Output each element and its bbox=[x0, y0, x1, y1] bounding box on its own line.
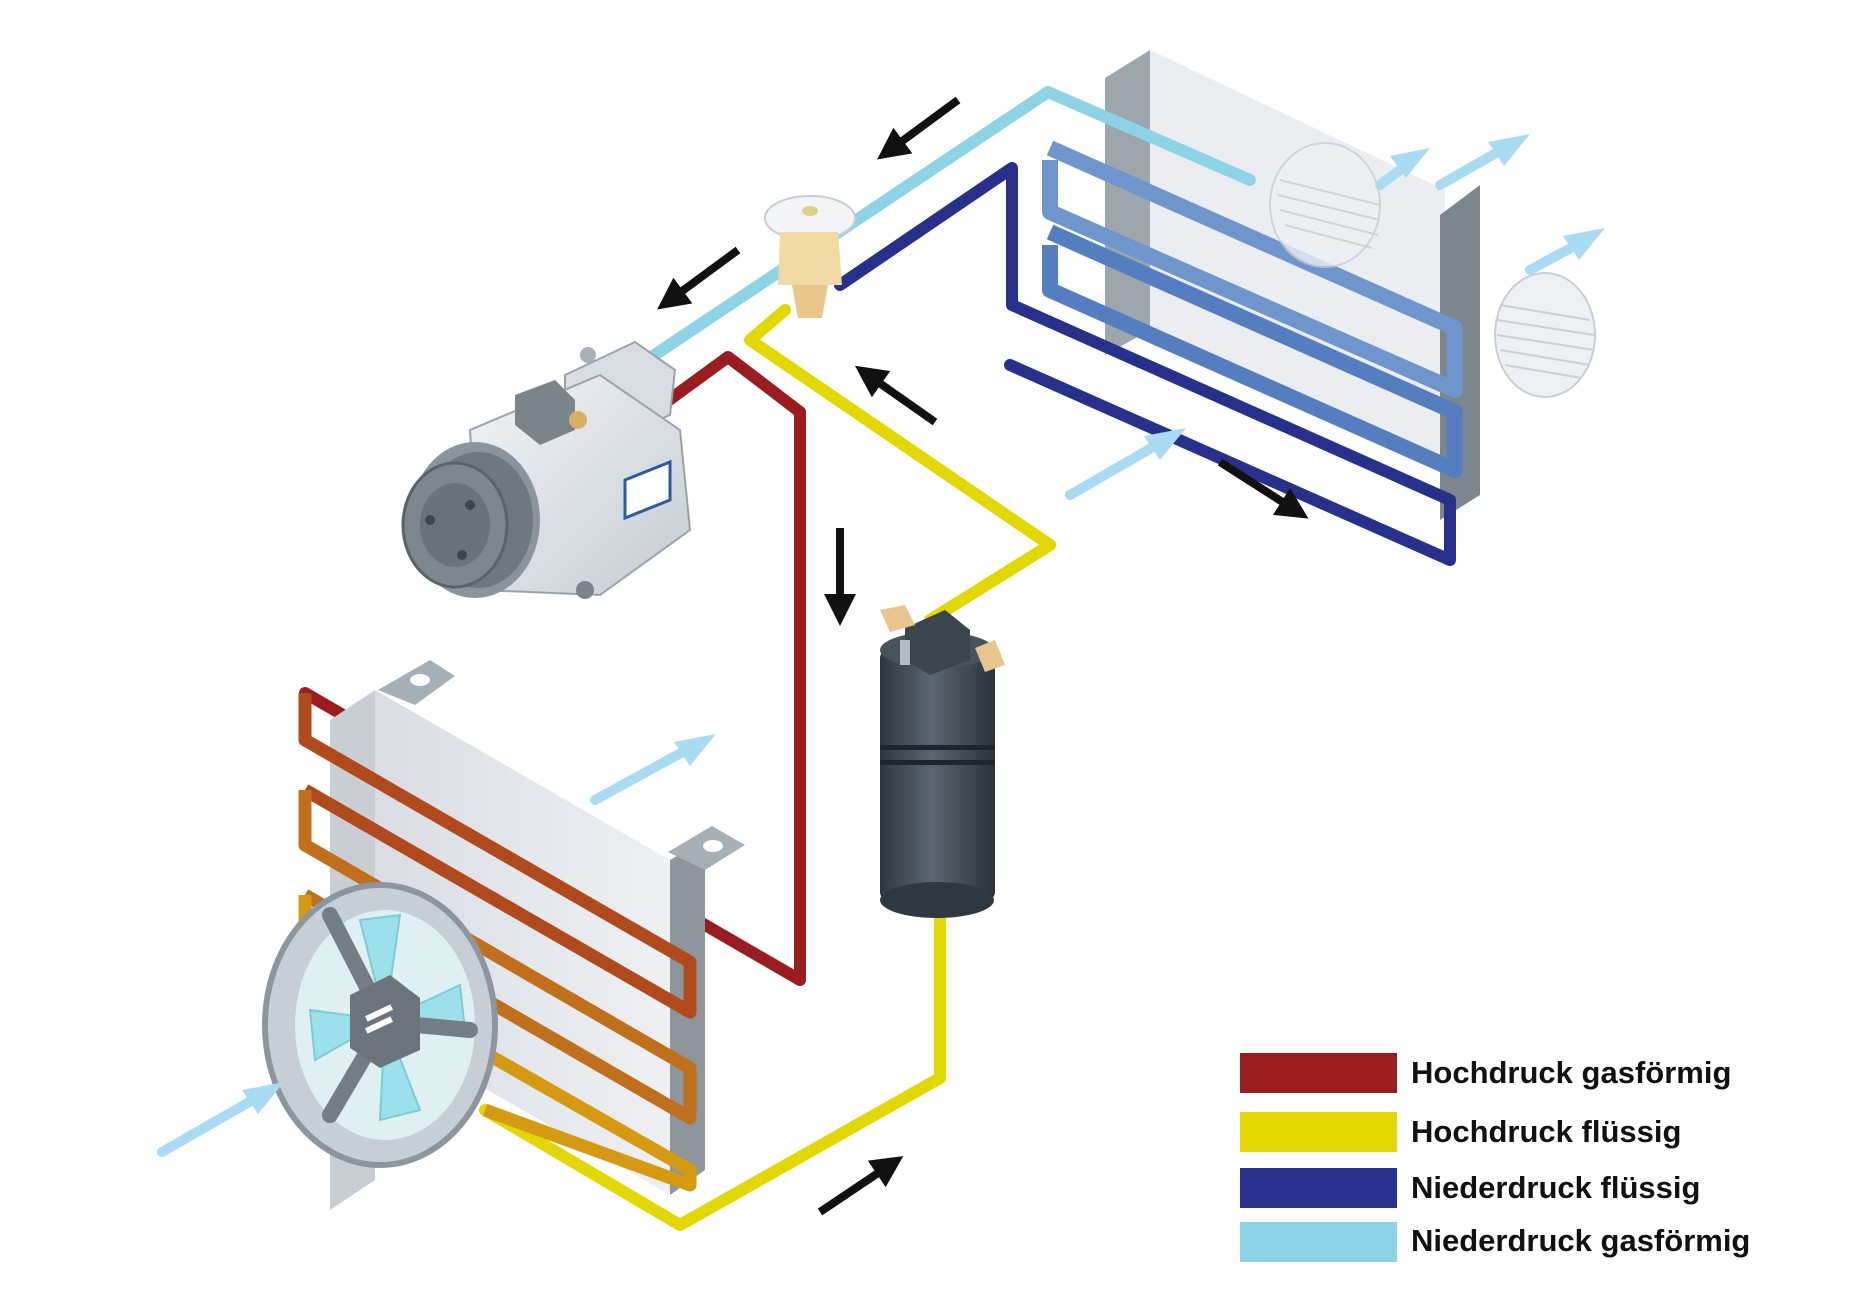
legend-swatch bbox=[1240, 1222, 1397, 1262]
condenser-fan bbox=[262, 882, 498, 1168]
flow-direction-arrow-icon bbox=[817, 1156, 904, 1216]
drier-bottom bbox=[880, 882, 994, 918]
airflow-arrow-icon bbox=[590, 734, 716, 805]
flow-direction-arrow-icon bbox=[657, 246, 741, 310]
compressor-label-plate bbox=[623, 459, 672, 521]
condenser-coil-middle bbox=[298, 790, 697, 1125]
legend-item-low-pressure-gas: Niederdruck gasförmig bbox=[1240, 1222, 1750, 1262]
mount-bracket-right-hole bbox=[703, 840, 723, 852]
fan-motor-label bbox=[365, 1004, 393, 1022]
airflow-arrow-icon bbox=[1525, 228, 1605, 275]
condenser-coil-top bbox=[298, 693, 697, 1019]
legend-swatch bbox=[1240, 1112, 1397, 1152]
compressor-mount-bolt bbox=[576, 581, 594, 599]
receiver-drier bbox=[880, 605, 1005, 918]
legend-swatch bbox=[1240, 1053, 1397, 1093]
expansion-valve bbox=[764, 195, 856, 318]
airflow-arrow-icon bbox=[1435, 134, 1530, 190]
drier-head bbox=[905, 610, 970, 675]
flow-arrows bbox=[657, 96, 1309, 1216]
legend-label: Niederdruck flüssig bbox=[1411, 1170, 1700, 1205]
mount-bracket-top-hole bbox=[410, 674, 430, 686]
airflow-arrow-icon bbox=[1065, 428, 1186, 500]
drier-band-2 bbox=[880, 760, 995, 765]
legend-swatch bbox=[1240, 1168, 1397, 1208]
evaporator-blower bbox=[1269, 142, 1596, 398]
legend-item-high-pressure-gas: Hochdruck gasförmig bbox=[1240, 1053, 1731, 1093]
compressor-electrical-connector bbox=[515, 380, 575, 445]
airflow-arrows bbox=[157, 134, 1605, 1157]
legend-item-low-pressure-liquid: Niederdruck flüssig bbox=[1240, 1168, 1700, 1208]
blower-wheel-rear bbox=[1269, 142, 1381, 268]
blower-wheel-front bbox=[1494, 272, 1596, 398]
compressor-connector-pin bbox=[569, 411, 587, 429]
evaporator-coil-lower bbox=[1042, 224, 1463, 478]
fan-blades bbox=[308, 913, 467, 1122]
flow-direction-arrow-icon bbox=[1217, 458, 1309, 519]
line-low-pressure-liquid bbox=[834, 162, 1456, 566]
legend-label: Hochdruck gasförmig bbox=[1411, 1055, 1731, 1090]
drier-band-1 bbox=[880, 745, 995, 750]
line-high-pressure-liquid-return bbox=[479, 894, 946, 1231]
drier-fitting-left bbox=[880, 605, 915, 632]
valve-nozzle bbox=[792, 285, 828, 318]
drier-sight-glass bbox=[900, 640, 910, 665]
legend: Hochdruck gasförmig Hochdruck flüssig Ni… bbox=[1240, 1053, 1750, 1262]
drier-cylinder bbox=[880, 650, 995, 900]
drier-fitting-right bbox=[975, 640, 1005, 672]
legend-label: Niederdruck gasförmig bbox=[1411, 1223, 1750, 1258]
compressor bbox=[401, 340, 692, 599]
flow-direction-arrow-icon bbox=[877, 96, 961, 160]
legend-label: Hochdruck flüssig bbox=[1411, 1114, 1681, 1149]
airflow-arrow-icon bbox=[157, 1082, 284, 1157]
flow-direction-arrow-icon bbox=[854, 365, 938, 426]
valve-body bbox=[778, 232, 842, 285]
compressor-top-bolt bbox=[580, 347, 596, 363]
evaporator-coil-upper bbox=[1042, 140, 1463, 398]
legend-item-high-pressure-liquid: Hochdruck flüssig bbox=[1240, 1112, 1681, 1152]
line-high-pressure-liquid bbox=[744, 304, 1056, 626]
airflow-arrow-icon bbox=[1375, 148, 1430, 190]
